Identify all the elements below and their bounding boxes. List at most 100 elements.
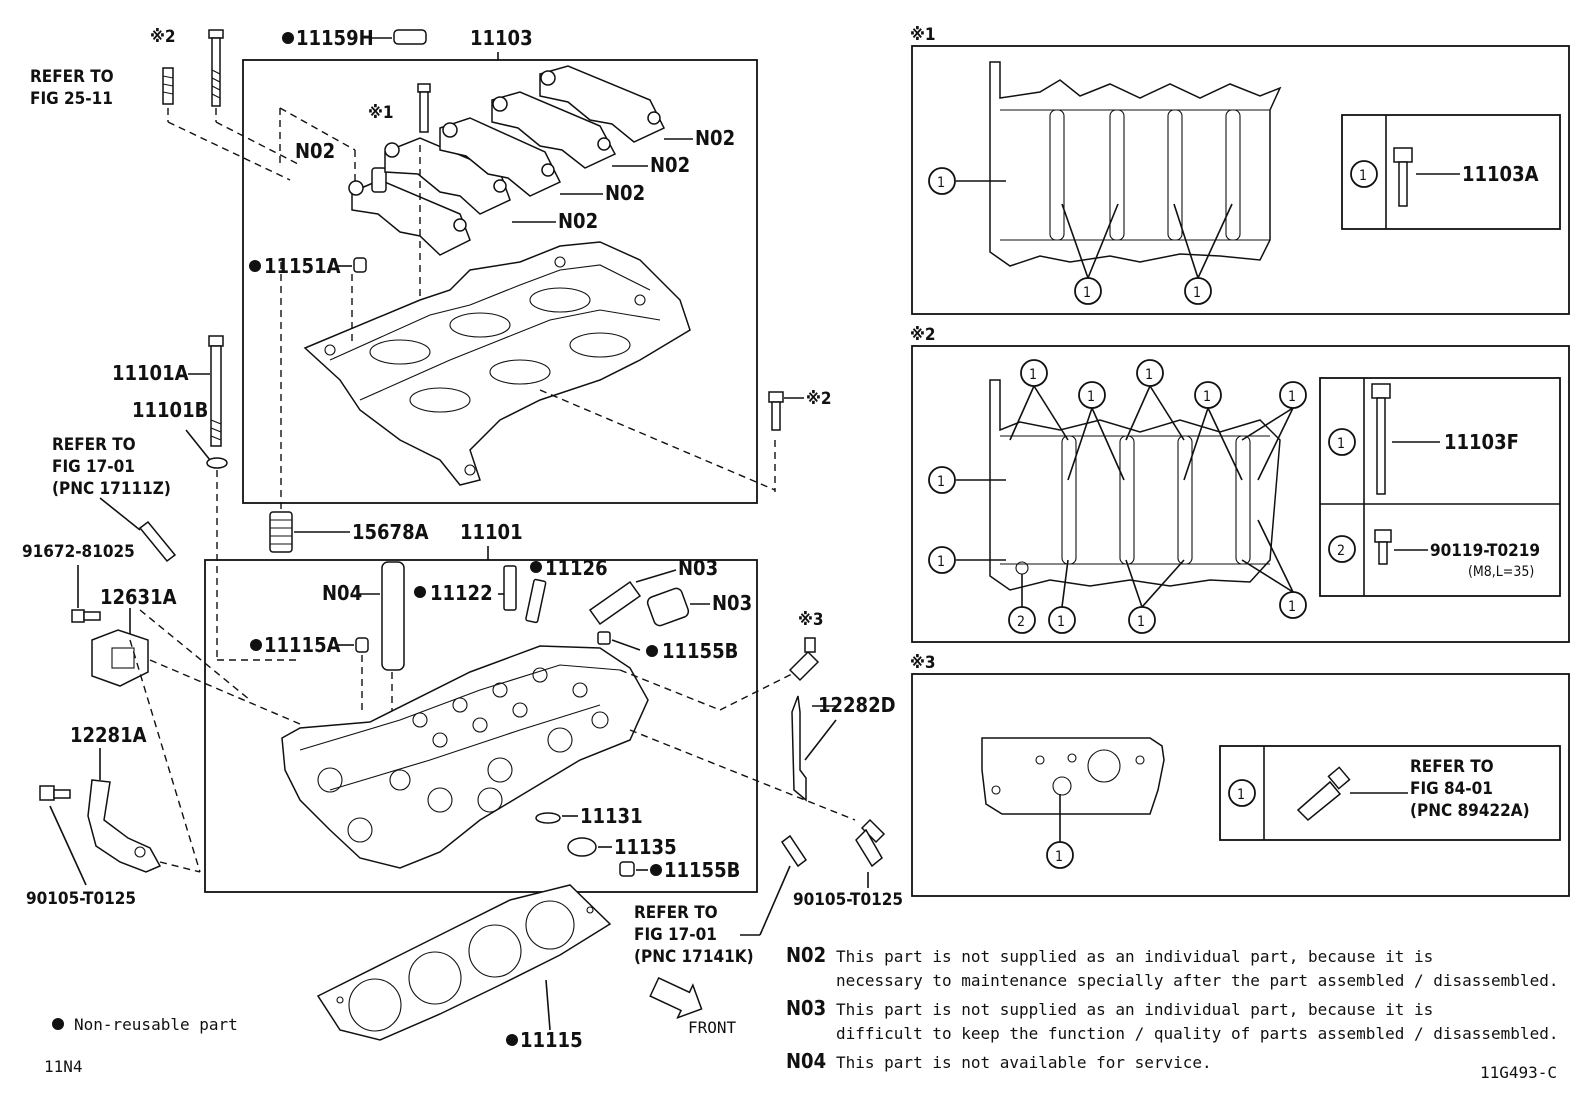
- svg-text:1: 1: [1337, 436, 1345, 452]
- label-n03-b: N03: [712, 591, 752, 615]
- refer-fig17-line2: FIG 17-01: [52, 457, 135, 477]
- label-11103A: 11103A: [1462, 162, 1539, 186]
- plug-icon: [393, 29, 427, 45]
- non-reusable-dot: [506, 1034, 518, 1046]
- o-ring-icon: [535, 812, 561, 824]
- dowel-pin-icon: [597, 631, 611, 645]
- svg-text:2: 2: [1337, 543, 1345, 559]
- callout-circle-1: 1: [1128, 606, 1156, 634]
- housing-top-view: [989, 61, 1282, 267]
- bracket-icon: [87, 779, 162, 873]
- refer-fig84-line3: (PNC 89422A): [1410, 801, 1530, 821]
- refer-fig17b-line2: FIG 17-01: [634, 925, 717, 945]
- svg-text:1: 1: [1288, 389, 1296, 405]
- label-91672: 91672-81025: [22, 542, 135, 562]
- callout-circle-1: 1: [1074, 277, 1102, 305]
- mark-note2-right: ※2: [806, 389, 832, 409]
- svg-text:1: 1: [1193, 285, 1201, 301]
- valve-guide-icon: [503, 565, 517, 611]
- bolt-key-table-1: [1341, 114, 1561, 230]
- refer-fig17-line3: (PNC 17111Z): [52, 479, 171, 499]
- bolt-icon: [1393, 147, 1413, 207]
- label-12631A: 12631A: [100, 585, 177, 609]
- head-side-view: [981, 737, 1165, 815]
- plug-washer-icon: [567, 837, 597, 857]
- svg-text:1: 1: [1203, 389, 1211, 405]
- callout-circle-1: 1: [1279, 381, 1307, 409]
- label-11155B-b: 11155B: [664, 858, 740, 882]
- bolt-icon: [417, 83, 431, 133]
- head-top-view: [989, 379, 1281, 591]
- label-15678A: 15678A: [352, 520, 429, 544]
- label-11131: 11131: [580, 804, 643, 828]
- sleeve-icon: [381, 561, 405, 671]
- label-n03-a: N03: [678, 556, 718, 580]
- bolt-key-table-2: [1319, 377, 1561, 597]
- non-reusable-dot: [282, 32, 294, 44]
- callout-circle-2: 2: [1328, 535, 1356, 563]
- label-n04: N04: [322, 581, 362, 605]
- refer-fig25-line2: FIG 25-11: [30, 89, 113, 109]
- callout-circle-1: 1: [928, 466, 956, 494]
- non-reusable-dot: [646, 645, 658, 657]
- svg-text:1: 1: [1055, 849, 1063, 865]
- label-11155B-a: 11155B: [662, 639, 738, 663]
- refer-fig25-line1: REFER TO: [30, 67, 114, 87]
- label-11126: 11126: [545, 556, 608, 580]
- callout-circle-1: 1: [1020, 359, 1048, 387]
- bearing-cap: [491, 91, 617, 169]
- callout-circle-1: 1: [1046, 841, 1074, 869]
- label-90105-right: 90105-T0125: [793, 890, 903, 910]
- svg-text:1: 1: [1057, 614, 1065, 630]
- non-reusable-dot: [249, 260, 261, 272]
- label-n02-d: N02: [650, 153, 690, 177]
- callout-circle-2: 2: [1008, 606, 1036, 634]
- label-90119: 90119-T0219: [1430, 541, 1540, 561]
- cylinder-head-frame: [204, 559, 758, 893]
- temp-sensor-icon: [1296, 766, 1351, 822]
- mark-note3-panel: ※3: [910, 653, 936, 673]
- washer-icon: [206, 457, 228, 469]
- detail-panel-1: [911, 45, 1570, 315]
- svg-text:1: 1: [1083, 285, 1091, 301]
- callout-circle-1: 1: [1048, 606, 1076, 634]
- refer-fig84-line2: FIG 84-01: [1410, 779, 1493, 799]
- stud-icon: [780, 834, 808, 868]
- refer-fig17b-line1: REFER TO: [634, 903, 718, 923]
- callout-circle-1: 1: [1078, 381, 1106, 409]
- cylinder-head: [281, 645, 649, 869]
- label-11122: 11122: [430, 581, 493, 605]
- refer-fig17-line1: REFER TO: [52, 435, 136, 455]
- note-n03-code: N03: [786, 996, 826, 1020]
- label-n02-c: N02: [605, 181, 645, 205]
- callout-circle-1: 1: [1228, 779, 1256, 807]
- dowel-pin-icon: [355, 637, 369, 653]
- bracket-icon: [91, 629, 149, 687]
- svg-text:1: 1: [937, 554, 945, 570]
- legend-dot: [52, 1018, 64, 1030]
- refer-fig84-line1: REFER TO: [1410, 757, 1494, 777]
- svg-text:1: 1: [1137, 614, 1145, 630]
- bearing-cap: [439, 117, 562, 197]
- stud-icon: [162, 67, 174, 105]
- non-reusable-dot: [650, 864, 662, 876]
- svg-text:2: 2: [1017, 614, 1025, 630]
- strainer-icon: [269, 511, 293, 553]
- bracket-icon: [791, 695, 807, 802]
- mark-note2-top: ※2: [150, 27, 176, 47]
- bolt-icon: [855, 818, 886, 868]
- svg-text:1: 1: [1029, 367, 1037, 383]
- detail-panel-2: [911, 345, 1570, 643]
- label-11101A: 11101A: [112, 361, 189, 385]
- bolt-icon: [39, 785, 71, 801]
- callout-circle-1: 1: [1328, 428, 1356, 456]
- page-code-left: 11N4: [44, 1057, 83, 1076]
- mark-note2-panel: ※2: [910, 325, 936, 345]
- svg-text:1: 1: [1087, 389, 1095, 405]
- note-n04-line1: This part is not available for service.: [836, 1053, 1212, 1072]
- non-reusable-dot: [250, 639, 262, 651]
- svg-text:1: 1: [1288, 599, 1296, 615]
- label-11103: 11103: [470, 26, 533, 50]
- legend-label: Non-reusable part: [74, 1015, 238, 1034]
